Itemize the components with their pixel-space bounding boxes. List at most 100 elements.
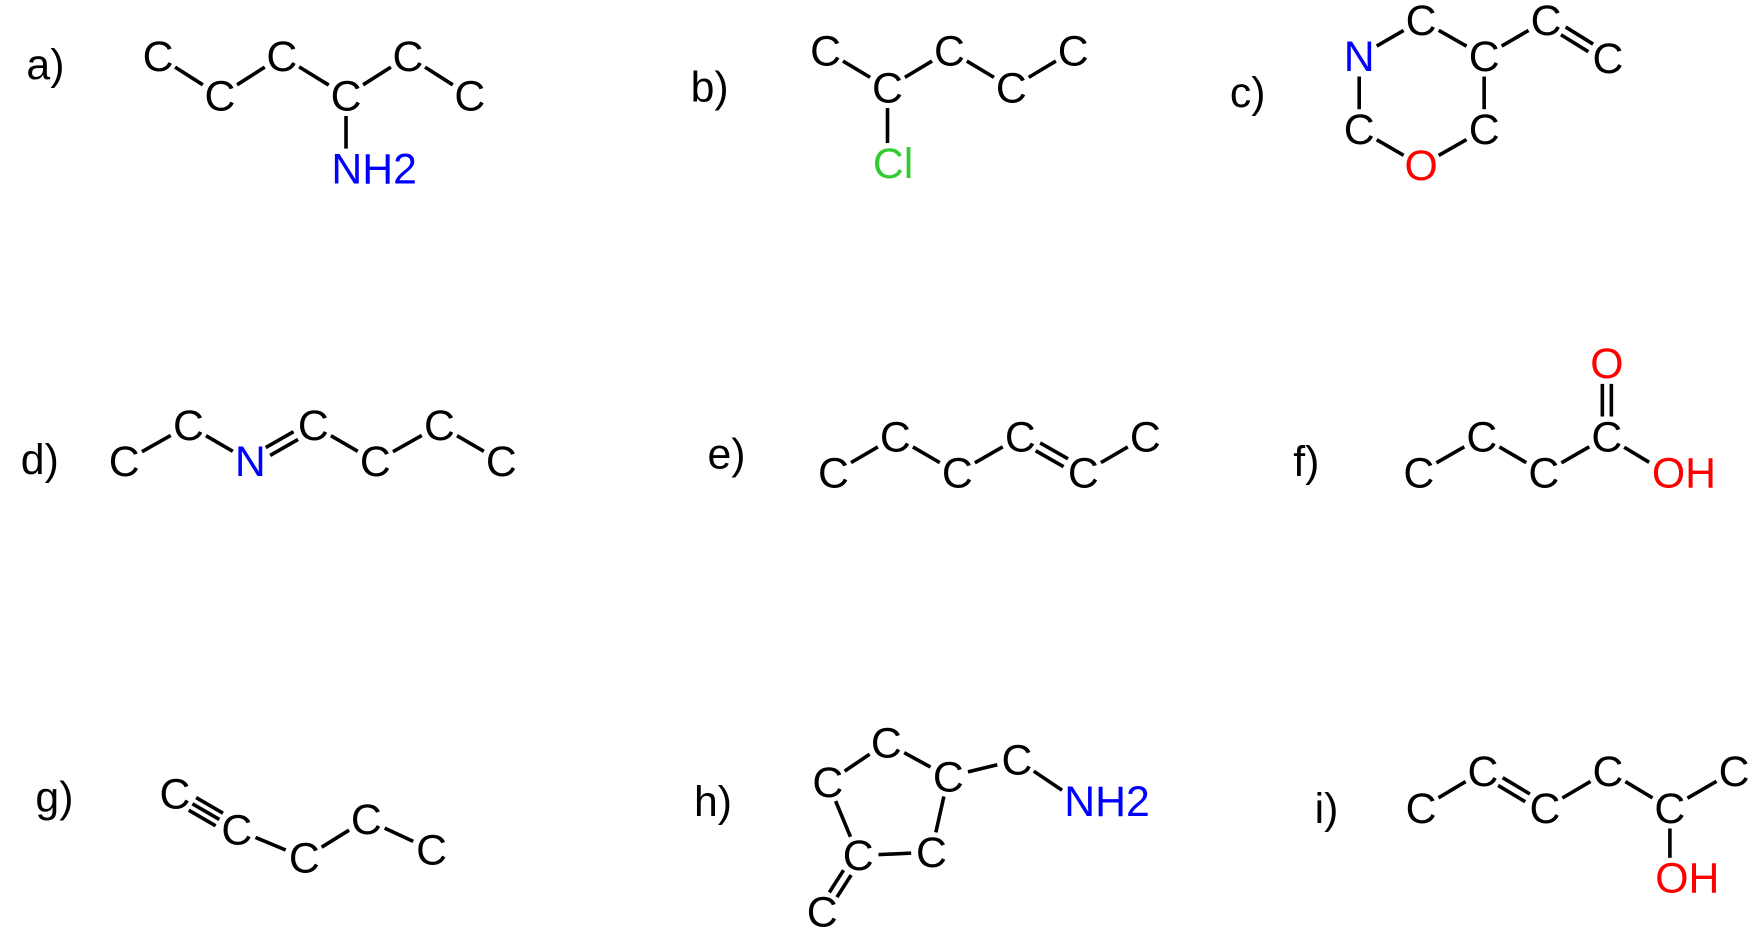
atom-c: C xyxy=(934,27,965,75)
single-bond xyxy=(1561,779,1592,800)
atom-c: C xyxy=(1593,748,1624,796)
single-bond xyxy=(974,445,1004,465)
single-bond xyxy=(1437,137,1468,157)
atom-nh2: NH2 xyxy=(331,145,417,193)
double-bond xyxy=(835,874,853,899)
atom-c: C xyxy=(1591,413,1622,461)
molecule-label-g: g) xyxy=(35,774,73,822)
atom-c: C xyxy=(1130,413,1161,461)
single-bond xyxy=(1560,445,1591,465)
atom-c: C xyxy=(298,402,329,450)
atom-c: C xyxy=(818,449,849,497)
molecule-label-e: e) xyxy=(708,430,746,478)
single-bond xyxy=(456,434,485,453)
atom-c: C xyxy=(933,753,964,801)
atom-c: C xyxy=(1058,27,1089,75)
atom-c: C xyxy=(143,33,174,81)
double-bond xyxy=(1034,449,1065,469)
single-bond xyxy=(878,851,912,857)
atom-c: C xyxy=(807,888,838,936)
double-bond xyxy=(1559,33,1590,54)
atom-c: C xyxy=(331,72,362,120)
single-bond xyxy=(392,433,423,454)
single-bond xyxy=(254,835,287,852)
molecule-label-b: b) xyxy=(691,63,729,111)
atom-o: O xyxy=(1590,340,1623,388)
atom-c: C xyxy=(1403,449,1434,497)
atom-nh2: NH2 xyxy=(1064,778,1150,826)
single-bond xyxy=(1375,138,1405,157)
atom-c: C xyxy=(360,438,391,486)
double-bond xyxy=(1039,441,1069,461)
single-bond xyxy=(141,433,172,454)
atom-oh: OH xyxy=(1652,449,1716,497)
atom-c: C xyxy=(942,449,973,497)
double-bond xyxy=(1564,25,1595,46)
triple-bond xyxy=(187,808,217,828)
single-bond xyxy=(329,434,359,453)
single-bond xyxy=(1437,28,1468,48)
atom-c: C xyxy=(1528,449,1559,497)
double-bond xyxy=(1497,783,1527,804)
single-bond xyxy=(965,59,995,79)
atom-c: C xyxy=(1344,106,1375,154)
atom-c: C xyxy=(1531,0,1562,45)
atom-c: C xyxy=(221,806,252,854)
single-bond xyxy=(1375,28,1405,48)
single-bond xyxy=(298,65,330,87)
double-bond xyxy=(269,437,299,457)
atom-c: C xyxy=(1469,33,1500,81)
atom-c: C xyxy=(1719,748,1750,796)
single-bond xyxy=(383,826,414,844)
atom-c: C xyxy=(1406,785,1437,833)
atom-c: C xyxy=(1002,737,1033,785)
single-bond xyxy=(205,434,234,453)
single-bond xyxy=(967,762,998,774)
single-bond xyxy=(903,751,932,769)
atom-c: C xyxy=(416,827,447,875)
atom-c: C xyxy=(916,829,947,877)
molecule-label-i: i) xyxy=(1315,785,1339,833)
atom-n: N xyxy=(1344,33,1375,81)
atom-c: C xyxy=(266,33,297,81)
atom-c: C xyxy=(1654,785,1685,833)
atom-c: C xyxy=(1466,413,1497,461)
atom-c: C xyxy=(996,64,1027,112)
single-bond xyxy=(1624,780,1654,800)
atom-c: C xyxy=(871,720,902,768)
single-bond xyxy=(850,445,879,465)
atom-c: C xyxy=(1529,785,1560,833)
single-bond xyxy=(903,59,933,79)
single-bond xyxy=(1032,769,1064,792)
single-bond xyxy=(1686,779,1718,800)
double-bond xyxy=(1501,776,1531,796)
single-bond xyxy=(1437,780,1467,800)
single-bond xyxy=(843,752,871,773)
molecule-label-f: f) xyxy=(1293,438,1319,486)
triple-bond xyxy=(195,795,224,815)
single-bond xyxy=(1099,445,1129,465)
double-bond xyxy=(827,869,846,894)
atom-c: C xyxy=(204,72,235,120)
single-bond xyxy=(1500,28,1530,48)
atom-c: C xyxy=(1469,106,1500,154)
atom-c: C xyxy=(486,438,517,486)
molecule-label-a: a) xyxy=(26,41,64,89)
atom-c: C xyxy=(159,770,190,818)
atom-c: C xyxy=(109,438,140,486)
atom-c: C xyxy=(843,832,874,880)
atom-cl: Cl xyxy=(873,140,913,188)
atom-c: C xyxy=(173,402,204,450)
atom-c: C xyxy=(1005,413,1036,461)
single-bond xyxy=(842,59,872,79)
single-bond xyxy=(362,65,392,87)
single-bond xyxy=(934,796,946,833)
single-bond xyxy=(1435,445,1466,465)
atom-c: C xyxy=(351,796,382,844)
atom-c: C xyxy=(1406,0,1437,45)
single-bond xyxy=(1623,445,1651,464)
atom-c: C xyxy=(289,834,320,882)
atom-c: C xyxy=(812,759,843,807)
atom-c: C xyxy=(454,72,485,120)
double-bond xyxy=(264,430,295,450)
